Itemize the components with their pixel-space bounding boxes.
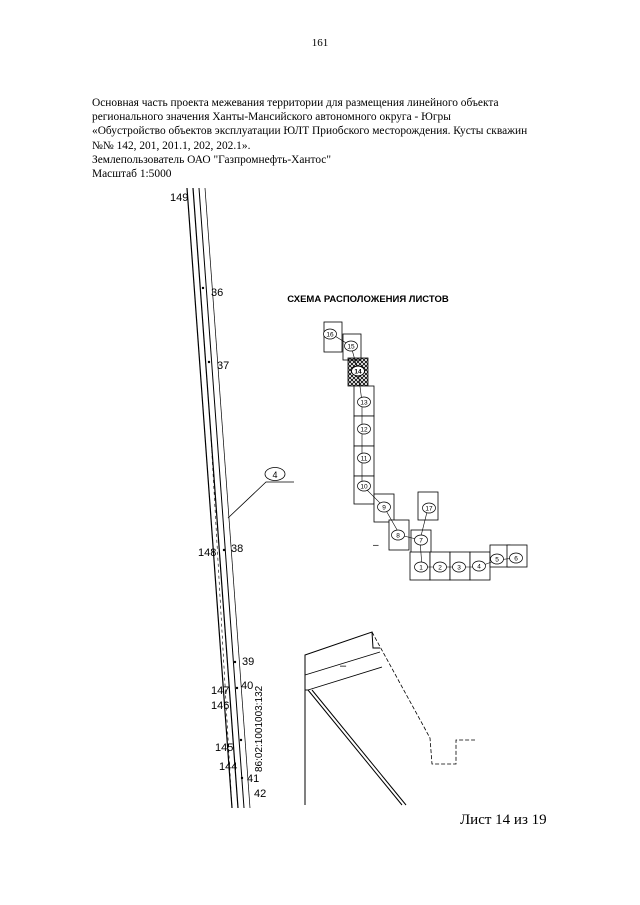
point-label-38: 38: [231, 543, 243, 555]
header-line: Землепользователь ОАО "Газпромнефть-Хант…: [92, 153, 332, 166]
sheet-8[interactable]: 8: [391, 529, 405, 541]
svg-text:8: 8: [396, 533, 400, 540]
route-line: [329, 332, 516, 568]
svg-text:17: 17: [425, 506, 433, 513]
header-line: Основная часть проекта межевания террито…: [92, 97, 499, 109]
sheet-1[interactable]: 1: [414, 561, 428, 573]
svg-text:4: 4: [477, 564, 481, 571]
cadastral-number: 86:02:1001003:132: [254, 685, 265, 772]
point-label-144: 144: [219, 761, 237, 773]
point-label-42: 42: [254, 788, 266, 800]
svg-text:16: 16: [326, 332, 334, 339]
header-line: регионального значения Ханты-Мансийского…: [92, 111, 451, 124]
svg-text:2: 2: [438, 565, 442, 572]
sheet-7[interactable]: 7: [414, 534, 428, 546]
header-line: Масштаб 1:5000: [92, 168, 172, 181]
sheet-5[interactable]: 5: [490, 553, 504, 565]
sheet-layout-schema: СХЕМА РАСПОЛОЖЕНИЯ ЛИСТОВ –: [287, 294, 528, 581]
svg-text:5: 5: [495, 557, 499, 564]
header-line: №№ 142, 201, 201.1, 202, 202.1».: [92, 139, 251, 152]
road-lines: [186, 187, 251, 809]
point-label-149: 149: [170, 192, 188, 204]
schema-title: СХЕМА РАСПОЛОЖЕНИЯ ЛИСТОВ: [287, 294, 449, 305]
svg-text:10: 10: [360, 484, 368, 491]
callout-4: 4: [227, 467, 294, 519]
svg-text:14: 14: [354, 369, 362, 376]
parcel-drawing: [304, 631, 475, 806]
svg-text:15: 15: [347, 344, 355, 351]
svg-text:6: 6: [514, 556, 518, 563]
schema-dash-mark: –: [373, 540, 379, 551]
sheet-numbers: 16 15 14 13 12 11 10 9 8 7 17 1 2 3 4 5 …: [323, 328, 523, 573]
point-label-37: 37: [217, 360, 229, 372]
point-labels: 149 36 37 148 38 39 40 147 146 145 144 4…: [170, 192, 266, 800]
sheet-4[interactable]: 4: [472, 560, 486, 572]
sheet-6[interactable]: 6: [509, 552, 523, 564]
sheet-17[interactable]: 17: [422, 502, 436, 514]
svg-text:9: 9: [382, 505, 386, 512]
sheet-2[interactable]: 2: [433, 561, 447, 573]
point-label-39: 39: [242, 656, 254, 668]
point-label-147: 147: [211, 685, 229, 697]
sheet-10[interactable]: 10: [357, 480, 371, 492]
document-header: Основная часть проекта межевания террито…: [92, 96, 562, 181]
page-number: 161: [311, 37, 329, 49]
svg-text:7: 7: [419, 538, 423, 545]
sheet-12[interactable]: 12: [357, 423, 371, 435]
sheet-14-current[interactable]: 14: [351, 365, 365, 377]
point-label-146: 146: [211, 700, 229, 712]
point-label-36: 36: [211, 287, 223, 299]
callout-label: 4: [272, 470, 277, 480]
boundary-point-ticks: [201, 286, 244, 780]
point-label-145: 145: [215, 742, 233, 754]
parcel-dash-mark: –: [340, 660, 347, 672]
sheet-3[interactable]: 3: [452, 561, 466, 573]
svg-text:13: 13: [360, 400, 368, 407]
point-label-40: 40: [241, 680, 253, 692]
point-label-41: 41: [247, 773, 259, 785]
svg-text:3: 3: [457, 565, 461, 572]
sheet-9[interactable]: 9: [377, 501, 391, 513]
sheet-16[interactable]: 16: [323, 328, 337, 340]
header-line: «Обустройство объектов эксплуатации ЮЛТ …: [92, 125, 528, 138]
svg-text:12: 12: [360, 427, 368, 434]
svg-text:11: 11: [361, 456, 368, 463]
sheet-counter: Лист 14 из 19: [460, 812, 547, 828]
svg-text:1: 1: [419, 565, 423, 572]
sheet-11[interactable]: 11: [357, 452, 371, 464]
point-label-148: 148: [198, 547, 216, 559]
sheet-15[interactable]: 15: [344, 340, 358, 352]
sheet-13[interactable]: 13: [357, 396, 371, 408]
